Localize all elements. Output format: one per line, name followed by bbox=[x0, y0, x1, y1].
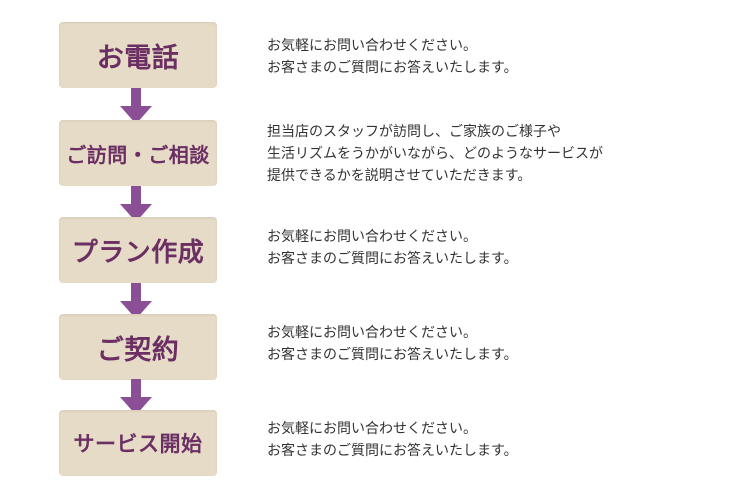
step-desc-line: 担当店のスタッフが訪問し、ご家族のご様子や bbox=[267, 124, 561, 140]
step-title-contract: ご契約 bbox=[96, 334, 180, 366]
step-desc-line: お客さまのご質問にお答えいたします。 bbox=[267, 60, 518, 76]
step-desc-phone: お気軽にお問い合わせください。 お客さまのご質問にお答えいたします。 bbox=[267, 35, 727, 79]
step-title-plan: プラン作成 bbox=[71, 237, 205, 268]
step-box-contract: ご契約 bbox=[59, 314, 217, 380]
step-box-visit: ご訪問・ご相談 bbox=[59, 120, 217, 186]
step-desc-line: お客さまのご質問にお答えいたします。 bbox=[267, 251, 518, 267]
step-desc-line: 生活リズムをうかがいながら、どのようなサービスが bbox=[267, 146, 603, 162]
arrow-down-icon bbox=[120, 283, 152, 319]
step-box-phone: お電話 bbox=[59, 22, 217, 88]
step-box-service-start: サービス開始 bbox=[59, 410, 217, 476]
step-desc-line: お気軽にお問い合わせください。 bbox=[267, 38, 477, 54]
step-desc-visit: 担当店のスタッフが訪問し、ご家族のご様子や 生活リズムをうかがいながら、どのよう… bbox=[267, 121, 727, 187]
step-desc-service-start: お気軽にお問い合わせください。 お客さまのご質問にお答えいたします。 bbox=[267, 418, 727, 462]
arrow-down-icon bbox=[120, 186, 152, 222]
step-desc-line: お客さまのご質問にお答えいたします。 bbox=[267, 443, 518, 459]
step-desc-line: お気軽にお問い合わせください。 bbox=[267, 229, 477, 245]
step-title-phone: お電話 bbox=[96, 42, 180, 74]
step-title-service-start: サービス開始 bbox=[73, 432, 203, 456]
arrow-down-icon bbox=[120, 88, 152, 124]
step-desc-line: お気軽にお問い合わせください。 bbox=[267, 421, 477, 437]
arrow-down-icon bbox=[120, 379, 152, 415]
step-desc-contract: お気軽にお問い合わせください。 お客さまのご質問にお答えいたします。 bbox=[267, 322, 727, 366]
step-desc-line: お客さまのご質問にお答えいたします。 bbox=[267, 347, 518, 363]
step-box-plan: プラン作成 bbox=[59, 217, 217, 283]
step-desc-line: 提供できるかを説明させていただきます。 bbox=[267, 168, 532, 184]
step-desc-plan: お気軽にお問い合わせください。 お客さまのご質問にお答えいたします。 bbox=[267, 226, 727, 270]
step-title-visit: ご訪問・ご相談 bbox=[66, 142, 210, 167]
step-desc-line: お気軽にお問い合わせください。 bbox=[267, 325, 477, 341]
